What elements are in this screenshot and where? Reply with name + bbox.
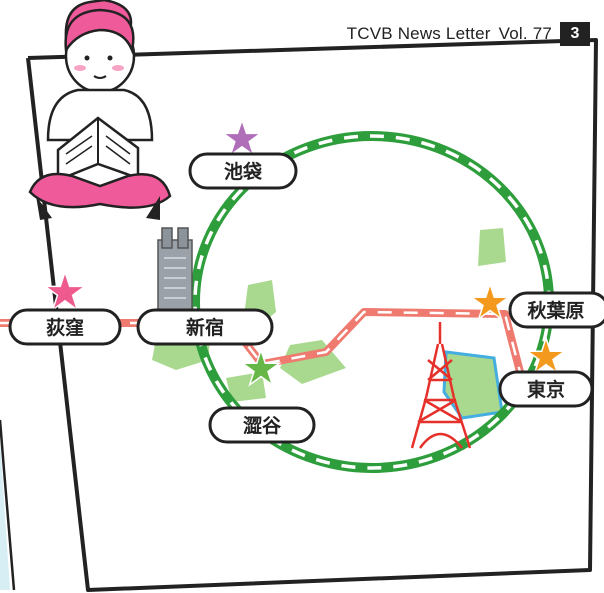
star-icon-ikebukuro: [221, 117, 263, 158]
chuo-line-dashes: [0, 310, 522, 373]
station-name-ogikubo: 荻窪: [46, 316, 84, 339]
station-label-tokyo: 東京: [498, 370, 594, 408]
station-name-shinjuku: 新宿: [186, 316, 224, 339]
station-label-ikebukuro: 池袋: [188, 152, 298, 190]
station-name-ikebukuro: 池袋: [224, 160, 263, 183]
tokyo-tower-icon: [410, 322, 472, 449]
star-icon-akihabara: [469, 281, 511, 321]
star-icon-tokyo: [525, 335, 567, 375]
park-shape: [478, 228, 506, 266]
station-label-shinjuku: 新宿: [136, 308, 274, 346]
map-frame: [26, 38, 598, 592]
star-icon-ogikubo: [42, 269, 88, 312]
newsletter-title: TCVB News Letter: [346, 24, 491, 43]
station-name-tokyo: 東京: [527, 378, 565, 401]
imperial-palace-park: [442, 350, 504, 420]
station-label-ogikubo: 荻窪: [8, 308, 122, 346]
newsletter-volume: Vol. 77: [498, 24, 552, 43]
station-label-shibuya: 澀谷: [208, 406, 316, 444]
person-reading-icon: [28, 0, 172, 220]
star-icon-shibuya: [240, 347, 282, 387]
frame-left-strip: [0, 419, 16, 591]
tocho-building-icon: [157, 227, 193, 311]
station-name-akihabara: 秋葉原: [527, 299, 584, 322]
frame-left-strip-fill: [0, 440, 10, 590]
station-name-shibuya: 澀谷: [243, 415, 282, 437]
station-label-akihabara: 秋葉原: [508, 291, 604, 329]
